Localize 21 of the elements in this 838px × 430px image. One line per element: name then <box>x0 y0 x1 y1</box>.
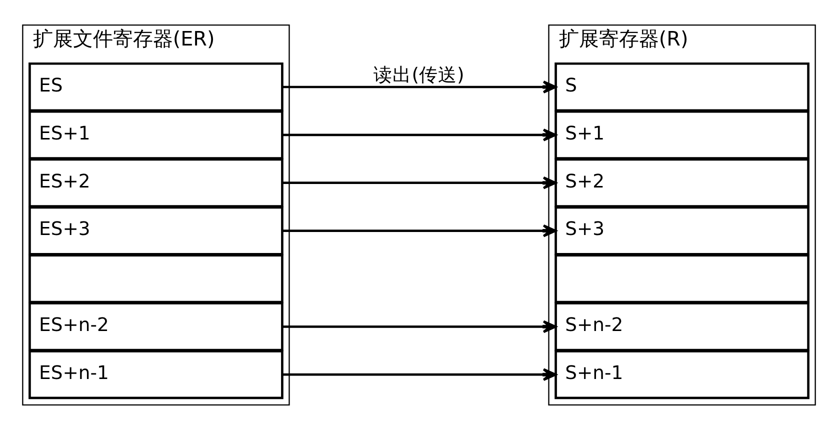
arrow <box>282 176 557 190</box>
arrow <box>282 128 557 142</box>
node-box: S+n-2 <box>554 302 810 352</box>
node-box <box>28 254 284 304</box>
node-box <box>554 254 810 304</box>
edge-label: 读出(传送) <box>374 64 464 86</box>
arrow <box>282 320 557 334</box>
arrow <box>282 224 557 238</box>
node-box: S+2 <box>554 158 810 208</box>
arrow <box>282 368 557 381</box>
node-box: ES+n-2 <box>28 302 284 352</box>
node-box: S+n-1 <box>554 350 810 400</box>
node-box: ES+2 <box>28 158 284 208</box>
node-box: ES+n-1 <box>28 350 284 400</box>
node-box: S+3 <box>554 206 810 256</box>
node-box: ES+3 <box>28 206 284 256</box>
node-box: S <box>554 62 810 112</box>
node-box: ES+1 <box>28 110 284 160</box>
arrow <box>282 80 557 94</box>
node-box: ES <box>28 62 284 112</box>
node-box: S+1 <box>554 110 810 160</box>
